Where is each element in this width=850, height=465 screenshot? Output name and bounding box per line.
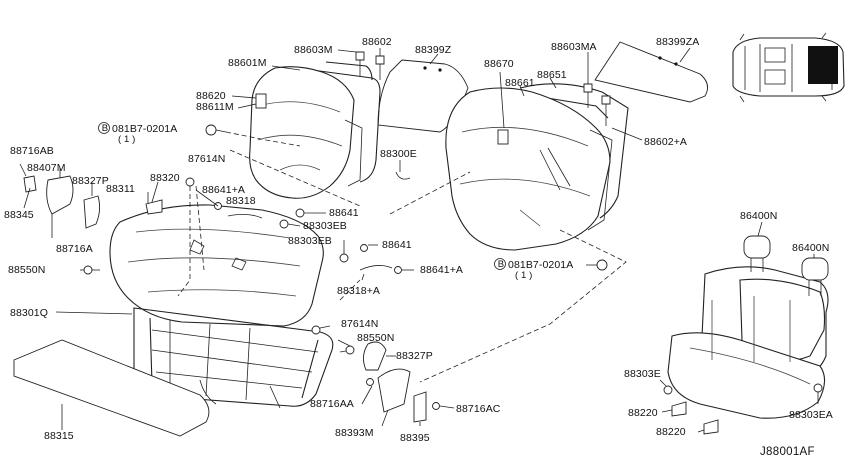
label-86400N-2: 86400N xyxy=(792,242,830,254)
label-88641A-mid: 88641+A xyxy=(420,264,464,276)
label-87614N-top: 87614N xyxy=(188,153,226,165)
vehicle-locator-icon xyxy=(732,32,845,103)
label-88318A: 88318+A xyxy=(337,285,381,297)
label-88641-top: 88641 xyxy=(329,207,359,219)
label-88407M: 88407M xyxy=(27,162,66,174)
label-86400N-1: 86400N xyxy=(740,210,778,222)
headrest-left-icon xyxy=(743,235,771,259)
label-88399ZA: 88399ZA xyxy=(656,36,700,48)
seat-back-left xyxy=(249,61,381,199)
label-88550N-left: 88550N xyxy=(8,264,46,276)
label-88315: 88315 xyxy=(44,430,74,442)
seat-back-right xyxy=(445,83,629,251)
complete-seat-assembly xyxy=(667,235,829,419)
qty-081B7-right: ( 1 ) xyxy=(515,270,533,281)
label-88602: 88602 xyxy=(362,36,392,48)
diagram-code: J88001AF xyxy=(760,446,815,458)
label-88716AA: 88716AA xyxy=(310,398,354,410)
label-88651: 88651 xyxy=(537,69,567,81)
label-88318: 88318 xyxy=(226,195,256,207)
label-88550N-bottom: 88550N xyxy=(357,332,395,344)
seat-cushion-frame xyxy=(133,307,334,409)
label-081B7-0201A-right: 081B7-0201A xyxy=(508,259,574,271)
label-88641A-top: 88641+A xyxy=(202,184,246,196)
label-88661: 88661 xyxy=(505,77,535,89)
label-88303EB-2: 88303EB xyxy=(288,235,332,247)
label-88620: 88620 xyxy=(196,90,226,102)
seat-cushion xyxy=(109,204,324,327)
label-88303E: 88303E xyxy=(624,368,661,380)
bolt-mark-right: B xyxy=(497,259,505,270)
qty-081B7-left: ( 1 ) xyxy=(118,134,136,145)
label-88395: 88395 xyxy=(400,432,430,444)
label-88611M: 88611M xyxy=(196,101,234,113)
label-88327P-bottom: 88327P xyxy=(396,350,433,362)
hardware-parts xyxy=(23,51,823,435)
label-88303EB-1: 88303EB xyxy=(303,220,347,232)
label-88716AC: 88716AC xyxy=(456,403,501,415)
label-88603M: 88603M xyxy=(294,44,333,56)
label-88220-2: 88220 xyxy=(656,426,686,438)
label-88603MA: 88603MA xyxy=(551,41,597,53)
leader-lines xyxy=(19,47,819,433)
floor-mat xyxy=(13,339,210,437)
label-88303EA: 88303EA xyxy=(789,409,833,421)
label-88716A: 88716A xyxy=(56,243,93,255)
label-88716AB: 88716AB xyxy=(10,145,54,157)
bolt-mark-left: B xyxy=(101,123,109,134)
label-87614N-bottom: 87614N xyxy=(341,318,379,330)
label-88327P-top: 88327P xyxy=(72,175,109,187)
label-88311: 88311 xyxy=(106,183,135,195)
label-88300E: 88300E xyxy=(380,148,417,160)
label-88220-1: 88220 xyxy=(628,407,658,419)
label-88393M: 88393M xyxy=(335,427,374,439)
bolt-symbol-left-icon xyxy=(98,122,110,134)
label-88399Z: 88399Z xyxy=(415,44,452,56)
label-88345: 88345 xyxy=(4,209,34,221)
seat-back-board-right xyxy=(594,41,709,103)
label-88602A: 88602+A xyxy=(644,136,688,148)
label-88641-mid: 88641 xyxy=(382,239,412,251)
bolt-symbol-right-icon xyxy=(494,258,506,270)
label-88601M: 88601M xyxy=(228,57,267,69)
label-88301Q: 88301Q xyxy=(10,307,48,319)
label-081B7-0201A-left: 081B7-0201A xyxy=(112,123,178,135)
label-88320: 88320 xyxy=(150,172,180,184)
headrest-right-icon xyxy=(801,257,829,281)
label-88670: 88670 xyxy=(484,58,514,70)
